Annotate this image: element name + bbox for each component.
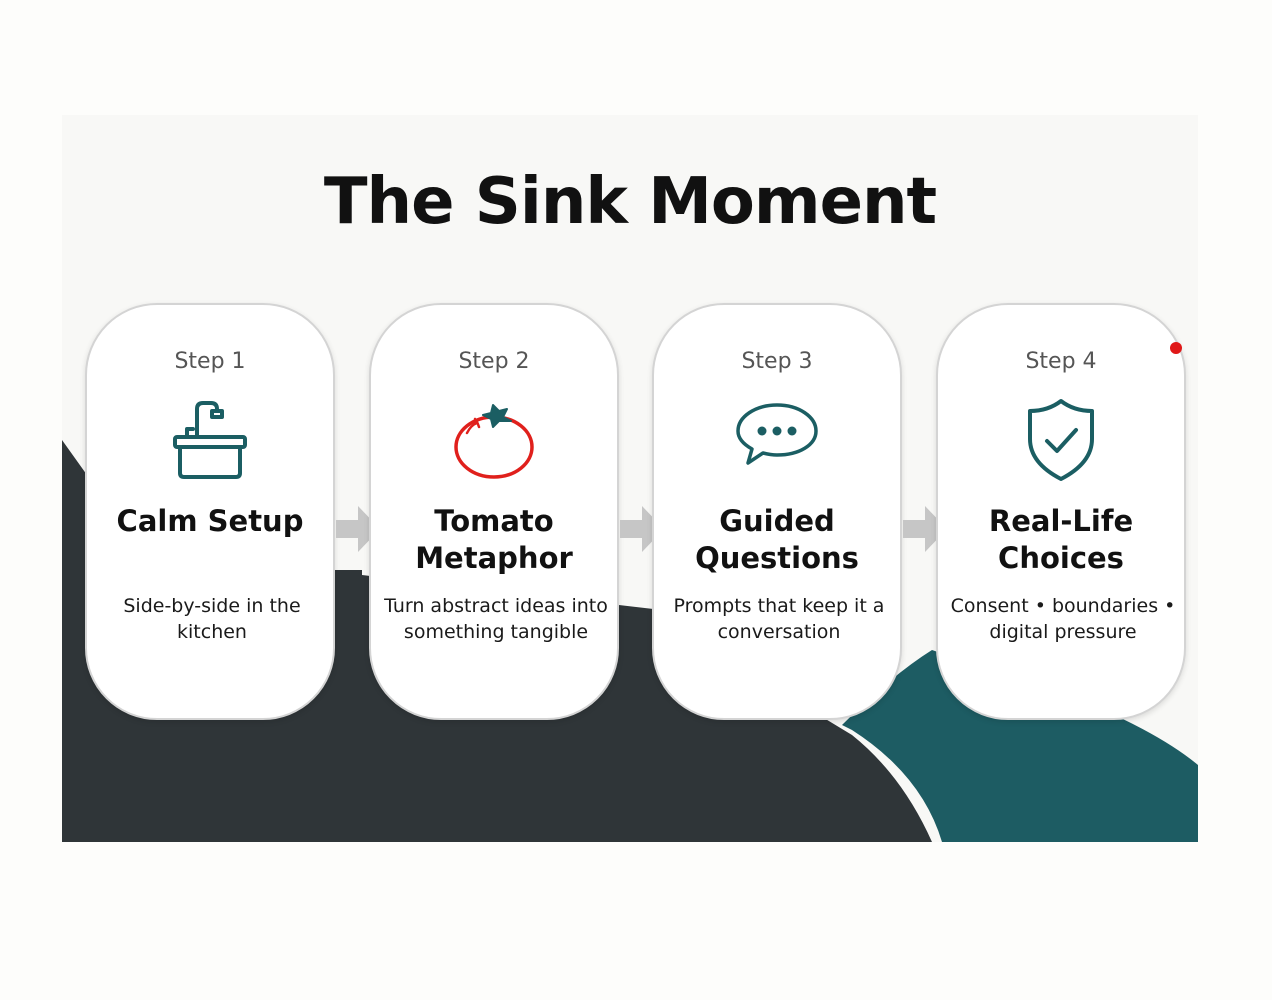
step-title: Tomato Metaphor (415, 504, 573, 575)
page-title: The Sink Moment (323, 165, 937, 239)
step-description: Consent • boundaries • digital pressure (950, 595, 1176, 643)
teal-background-shape (842, 650, 1198, 842)
slide: The Sink Moment Step 1 Calm Setup Side-b… (62, 115, 1198, 842)
sink-icon (173, 401, 247, 479)
step-description: Turn abstract ideas into something tangi… (384, 595, 608, 643)
step-label: Step 3 (741, 349, 813, 374)
step-card-3: Step 3 Guided Questions Prompts that kee… (652, 303, 902, 720)
step-card-1: Step 1 Calm Setup Side-by-side in the ki… (85, 303, 335, 720)
shield-check-icon (1028, 399, 1094, 481)
step-title: Real-Life Choices (988, 504, 1134, 575)
step-label: Step 1 (174, 349, 246, 374)
step-card-4: Step 4 Real-Life Choices Consent • bound… (936, 303, 1186, 720)
step-description: Prompts that keep it a conversation (673, 595, 885, 643)
step-description: Side-by-side in the kitchen (123, 595, 301, 643)
tomato-icon (454, 404, 534, 479)
step-title: Guided Questions (695, 504, 859, 575)
step-title: Calm Setup (116, 504, 304, 538)
speech-bubble-icon (736, 403, 818, 465)
step-label: Step 4 (1025, 349, 1097, 374)
step-card-2: Step 2 Tomato Metaphor Turn abstract ide… (369, 303, 619, 720)
accent-dot (1170, 342, 1182, 354)
step-label: Step 2 (458, 349, 530, 374)
